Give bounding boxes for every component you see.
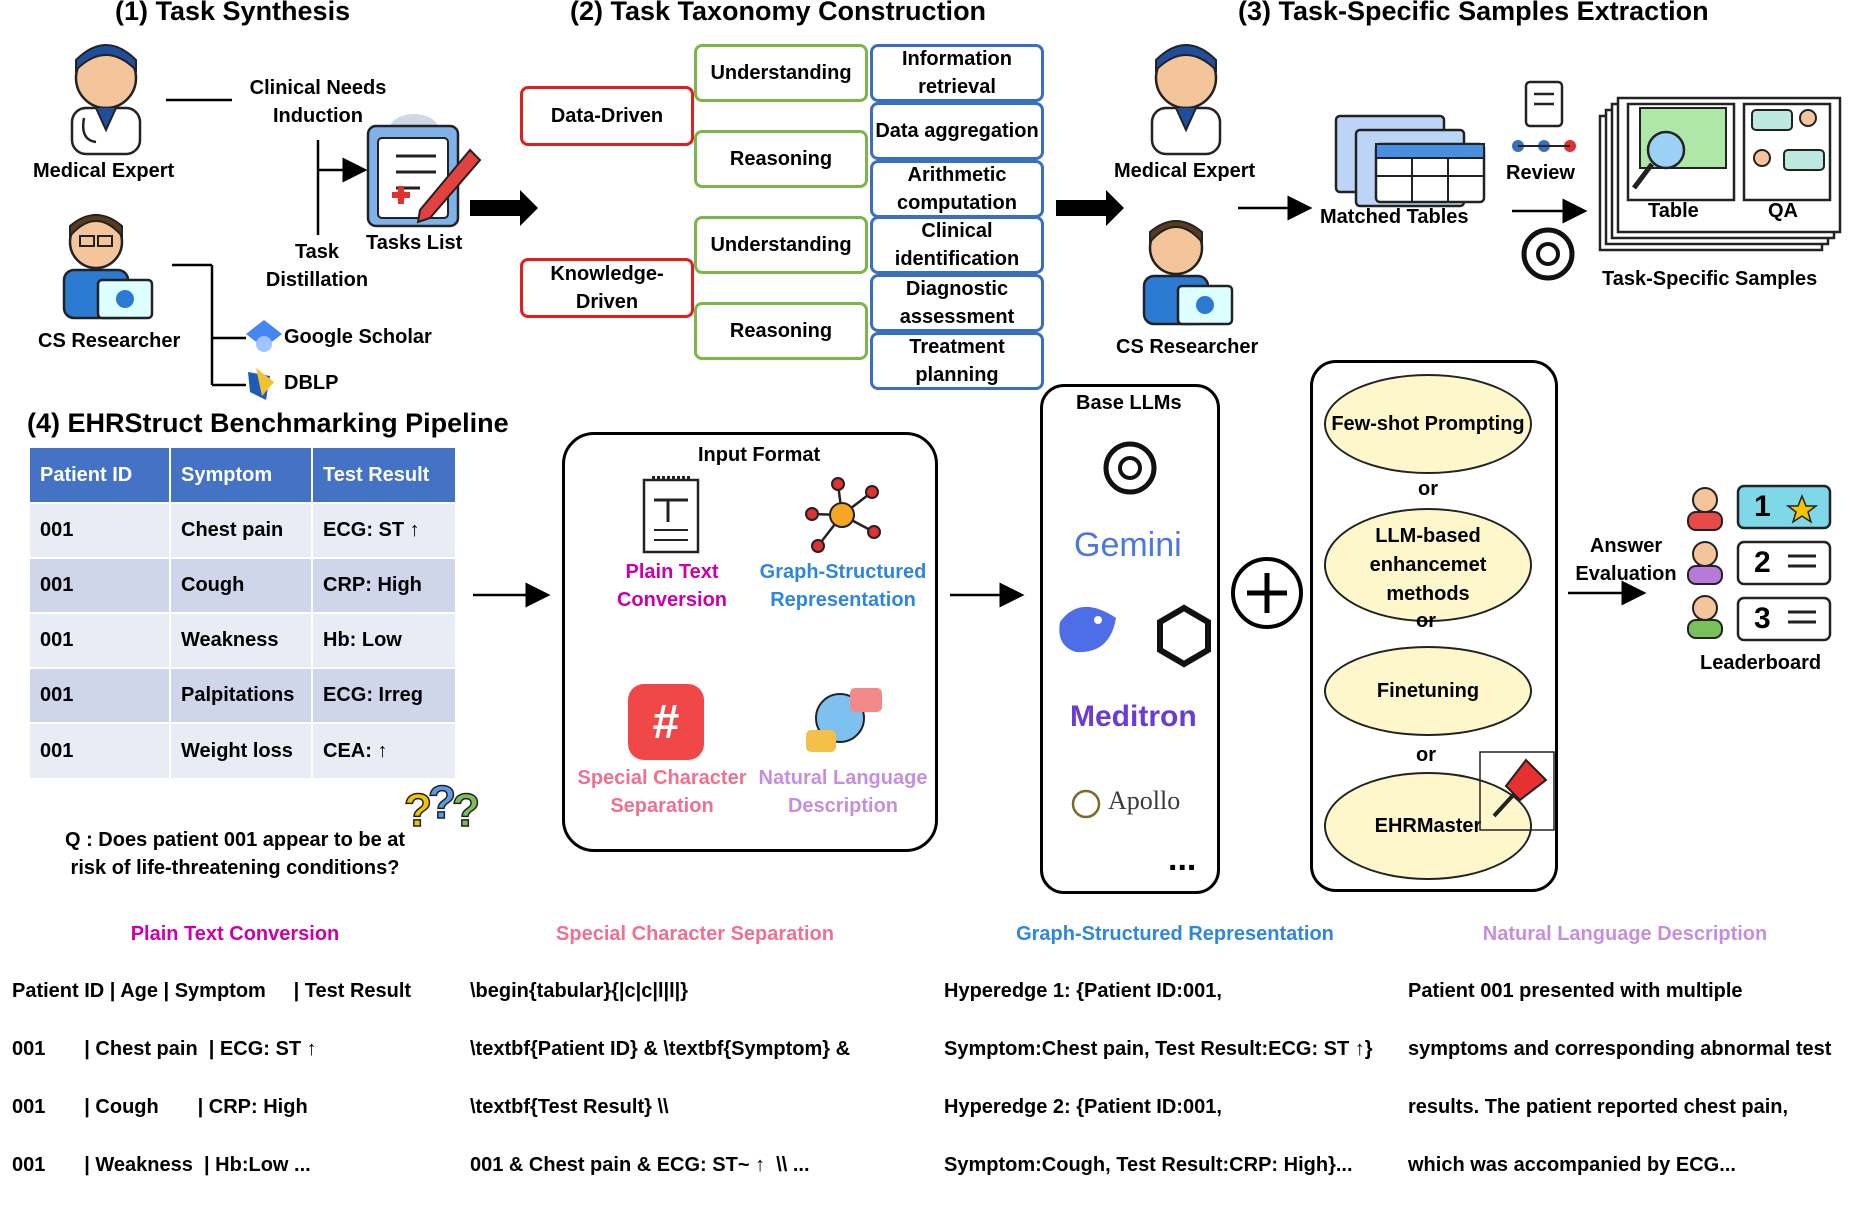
more-llms-ellipsis: ... <box>1168 840 1197 878</box>
table-label: Table <box>1648 200 1699 222</box>
plain-text-label: Plain Text Conversion <box>616 561 728 611</box>
qa-label: QA <box>1768 200 1798 222</box>
reasoning-box-1: Reasoning <box>694 130 868 188</box>
method-few-shot: Few-shot Prompting <box>1324 374 1532 474</box>
task-treatment-planning: Treatment planning <box>870 332 1044 390</box>
or-1: or <box>1418 478 1438 500</box>
base-llms-title: Base LLMs <box>1076 392 1182 414</box>
bottom-plain-text: Patient ID | Age | Symptom | Test Result… <box>12 980 412 1176</box>
rank-2: 2 <box>1754 546 1771 579</box>
special-char-label: Special Character Separation <box>577 767 747 817</box>
understanding-box-2: Understanding <box>694 216 868 274</box>
input-format-title: Input Format <box>698 444 821 466</box>
task-distillation-label: Task Distillation <box>265 241 369 291</box>
apollo-logo-text: Apollo <box>1108 786 1181 815</box>
section2-title: (2) Task Taxonomy Construction <box>570 0 987 26</box>
rank-3: 3 <box>1754 602 1771 635</box>
connector-lines <box>166 98 1647 629</box>
method-ehrmaster: EHRMaster <box>1324 772 1532 880</box>
knowledge-driven-box: Knowledge-Driven <box>520 258 694 318</box>
answer-evaluation-label: Answer Evaluation <box>1575 535 1677 585</box>
bottom-graph-title: Graph-Structured Representation <box>1016 923 1334 945</box>
table-header-patient-id: Patient ID <box>30 448 171 503</box>
base-llms-panel <box>1040 384 1220 894</box>
graph-structured-label: Graph-Structured Representation <box>759 561 927 611</box>
or-2: or <box>1416 610 1436 632</box>
task-data-aggregation: Data aggregation <box>870 102 1044 160</box>
rank-1: 1 <box>1754 490 1771 523</box>
or-3: or <box>1416 744 1436 766</box>
leaderboard-label: Leaderboard <box>1700 652 1822 674</box>
task-diagnostic-assessment: Diagnostic assessment <box>870 274 1044 332</box>
natural-lang-label: Natural Language Description <box>758 767 928 817</box>
question-text: Q : Does patient 001 appear to be at ris… <box>64 829 406 879</box>
section4-title: (4) EHRStruct Benchmarking Pipeline <box>27 408 509 438</box>
medical-expert-label-2: Medical Expert <box>1114 160 1256 182</box>
review-label: Review <box>1506 162 1575 184</box>
section1-title: (1) Task Synthesis <box>115 0 351 26</box>
gemini-logo-text: Gemini <box>1074 526 1182 564</box>
understanding-box-1: Understanding <box>694 44 868 102</box>
cs-researcher-label: CS Researcher <box>38 330 181 352</box>
task-arithmetic-computation: Arithmetic computation <box>870 160 1044 218</box>
cs-researcher-label-2: CS Researcher <box>1116 336 1259 358</box>
table-header-test-result: Test Result <box>312 448 457 503</box>
tasks-list-label: Tasks List <box>366 232 463 254</box>
task-specific-samples-label: Task-Specific Samples <box>1602 268 1818 290</box>
task-information-retrieval: Information retrieval <box>870 44 1044 102</box>
bottom-natural-text: Patient 001 presented with multiple symp… <box>1408 980 1832 1176</box>
bottom-special-text: \begin{tabular}{|c|c|l|l|} \textbf{Patie… <box>470 980 851 1176</box>
matched-tables-label: Matched Tables <box>1320 206 1469 228</box>
bottom-special-title: Special Character Separation <box>556 923 834 945</box>
data-driven-box: Data-Driven <box>520 86 694 146</box>
table-header-symptom: Symptom <box>170 448 313 503</box>
bottom-plain-title: Plain Text Conversion <box>130 923 340 945</box>
medical-expert-label: Medical Expert <box>33 160 175 182</box>
meditron-logo-text: Meditron <box>1070 700 1197 733</box>
section3-title: (3) Task-Specific Samples Extraction <box>1238 0 1709 26</box>
task-clinical-identification: Clinical identification <box>870 216 1044 274</box>
bottom-graph-text: Hyperedge 1: {Patient ID:001, Symptom:Ch… <box>944 980 1373 1176</box>
method-llm-enhancement: LLM-based enhancemet methods <box>1324 508 1532 622</box>
google-scholar-label: Google Scholar <box>284 326 432 348</box>
input-format-panel <box>562 432 938 852</box>
dblp-label: DBLP <box>284 372 339 394</box>
clinical-needs-label: Clinical Needs Induction <box>249 77 387 127</box>
reasoning-box-2: Reasoning <box>694 302 868 360</box>
method-finetuning: Finetuning <box>1324 646 1532 736</box>
bottom-natural-title: Natural Language Description <box>1482 923 1768 945</box>
